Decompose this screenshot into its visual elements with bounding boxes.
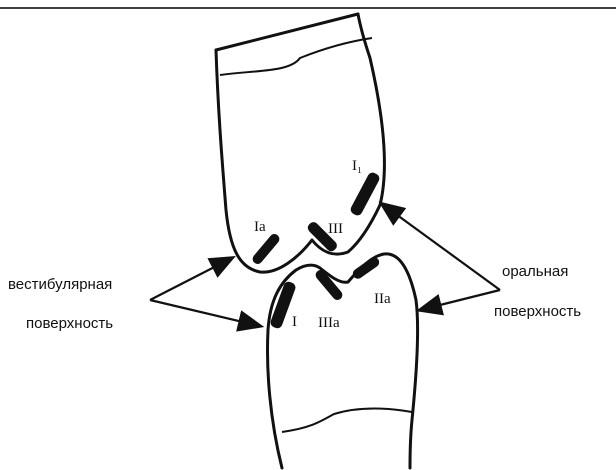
arrow-oral-upper — [382, 204, 500, 290]
arrows — [150, 204, 500, 326]
vestibular-label-line2: поверхность — [26, 315, 113, 332]
label-lower-IIa: IIa — [374, 291, 391, 307]
oral-label-line1: оральная — [502, 263, 568, 280]
label-lower-I: I — [292, 314, 297, 330]
arrow-oral-lower — [420, 290, 500, 310]
label-upper-Ia: Ia — [254, 219, 266, 235]
label-upper-III: III — [328, 221, 343, 237]
contact-mark-upper-I — [350, 172, 379, 216]
upper-tooth — [216, 14, 385, 272]
contact-mark-upper-Ia — [252, 233, 280, 264]
arrow-vestibular-upper — [150, 258, 232, 300]
arrow-vestibular-lower — [150, 300, 260, 326]
contact-mark-lower-IIa — [352, 257, 380, 280]
label-upper-I: I₁ — [352, 158, 362, 174]
vestibular-label-line1: вестибулярная — [8, 276, 112, 293]
oral-label-line2: поверхность — [494, 303, 581, 320]
label-lower-IIIa: IIIa — [318, 315, 340, 331]
